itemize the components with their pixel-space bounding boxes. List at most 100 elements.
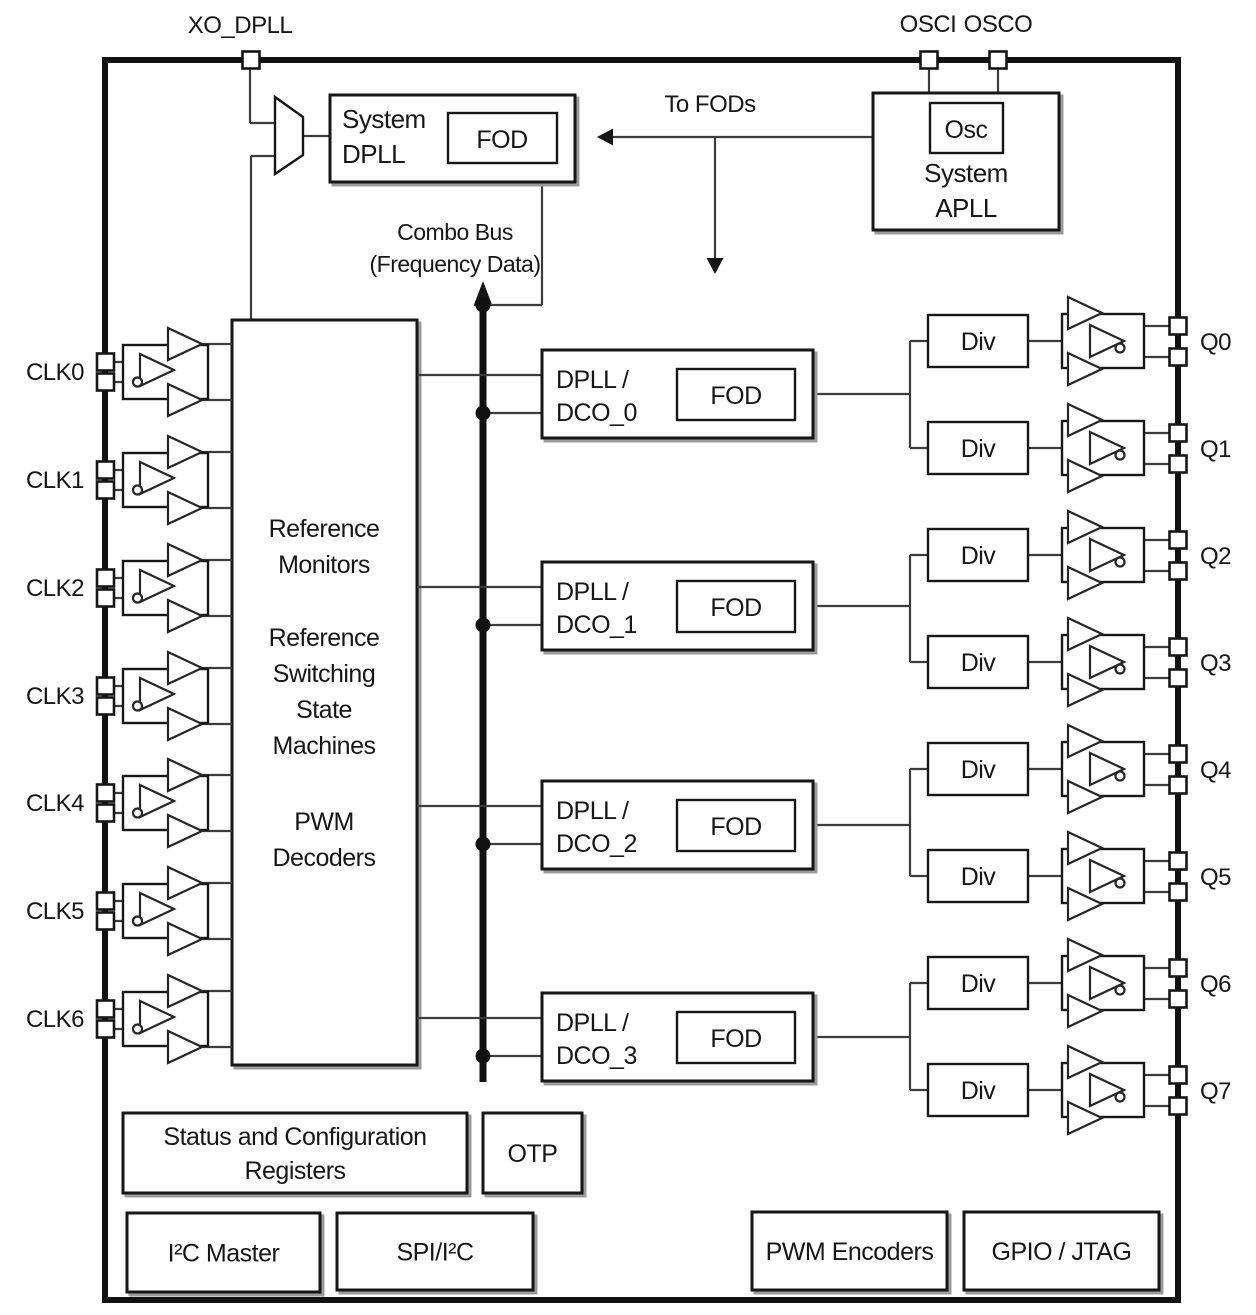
input-buffer-icon [166,865,205,901]
output-buffer-icon [1066,937,1105,973]
clk-input-channel-5: CLK5 [26,865,232,957]
clk-pin-n [95,803,116,823]
div-box [926,1062,1030,1118]
clk-pin-n [95,588,116,608]
q-label: Q1 [1200,436,1231,463]
fod-label: FOD [710,382,761,410]
div-label: Div [961,863,997,891]
div-box [926,313,1030,369]
output-buffer-icon [1066,723,1105,759]
input-buffer-icon [166,434,205,470]
clk-label: CLK0 [26,359,84,386]
system-fod-box [446,111,559,165]
status-config-registers-label-line2: Registers [244,1157,345,1185]
q-label: Q6 [1200,971,1231,998]
input-buffer-icon [138,783,177,819]
q-pin-p [1168,1065,1188,1085]
div-label: Div [961,970,997,998]
clk-input-channel-4: CLK4 [26,757,232,849]
output-buffer-icon [1088,858,1127,894]
clk-pin-p [95,460,116,480]
to-fods-down-arrow-icon [706,258,724,274]
inversion-bubble-icon [131,700,144,712]
output-buffer-icon [1066,565,1105,601]
input-buffer-icon [166,490,205,526]
fod-label: FOD [710,594,761,622]
clk-label: CLK4 [26,790,84,817]
gpio-jtag-box [962,1210,1161,1292]
div-box [926,634,1030,690]
osco-pin [988,50,1008,70]
input-buffer-icon [166,650,205,686]
clk-pin-n [95,1019,116,1039]
output-buffer-icon [1088,751,1127,787]
block-i2c-master: I²C Master [125,1211,325,1297]
dpll-label-line2: DCO_1 [556,611,637,639]
output-buffer-icon [1088,965,1127,1001]
div-box [926,848,1030,904]
inversion-bubble-icon [1114,877,1126,889]
input-buffer-icon [166,598,205,634]
spi-i2c-box [335,1211,535,1292]
output-buffer-icon [1066,458,1105,494]
junction-dot [475,836,491,852]
clk-input-channel-0: CLK0 [26,326,232,418]
inversion-bubble-icon [1114,556,1126,568]
div-label: Div [961,649,997,677]
clk-pin-p [95,676,116,696]
q-pin-p [1168,637,1188,657]
output-buffer-icon [1066,402,1105,438]
osco-label: OSCO [964,11,1033,38]
output-buffer-icon [1066,993,1105,1029]
input-buffer-icon [138,352,177,388]
input-buffer-icon [166,973,205,1009]
bottom-blocks: Status and ConfigurationRegistersOTPI²C … [121,1111,1164,1297]
clk-pin-p [95,352,116,372]
q-pin-p [1168,530,1188,550]
input-buffer-icon [138,568,177,604]
reference-label: State [296,696,352,724]
input-buffer-icon [138,891,177,927]
output-buffer-icon [1066,616,1105,652]
inversion-bubble-icon [1114,342,1126,354]
clk-label: CLK1 [26,467,84,494]
q-pin-p [1168,744,1188,764]
div-box [926,420,1030,476]
clk-input-channel-2: CLK2 [26,542,232,634]
reference-label: PWM [294,808,354,836]
input-buffer-icon [166,813,205,849]
div-label: Div [961,756,997,784]
dpll-label-line1: DPLL / [556,366,629,394]
system-fod-label: FOD [476,126,527,154]
system-dpll-label-line1: System [342,104,426,134]
xo-dpll-pin [241,50,261,70]
q-label: Q7 [1200,1078,1231,1105]
status-config-registers-box [121,1111,469,1195]
output-buffer-icon [1066,509,1105,545]
q-label: Q2 [1200,543,1231,570]
output-buffer-icon [1066,779,1105,815]
block-otp: OTP [481,1111,587,1198]
fod-box [675,367,797,422]
inversion-bubble-icon [131,592,144,604]
input-buffer-icon [166,542,205,578]
output-buffer-icon [1066,295,1105,331]
div-box [926,741,1030,797]
clk-label: CLK3 [26,683,84,710]
reference-label: Machines [273,732,376,760]
output-buffer-icon [1066,672,1105,708]
dpll-label-line1: DPLL / [556,578,629,606]
q-pin-n [1168,1096,1188,1116]
input-buffer-icon [166,1029,205,1065]
inversion-bubble-icon [1114,663,1126,675]
input-buffer-icon [166,326,205,362]
output-buffer-icon [1066,1044,1105,1080]
block-spi-i2c: SPI/I²C [335,1211,538,1295]
junction-dot [475,1048,491,1064]
